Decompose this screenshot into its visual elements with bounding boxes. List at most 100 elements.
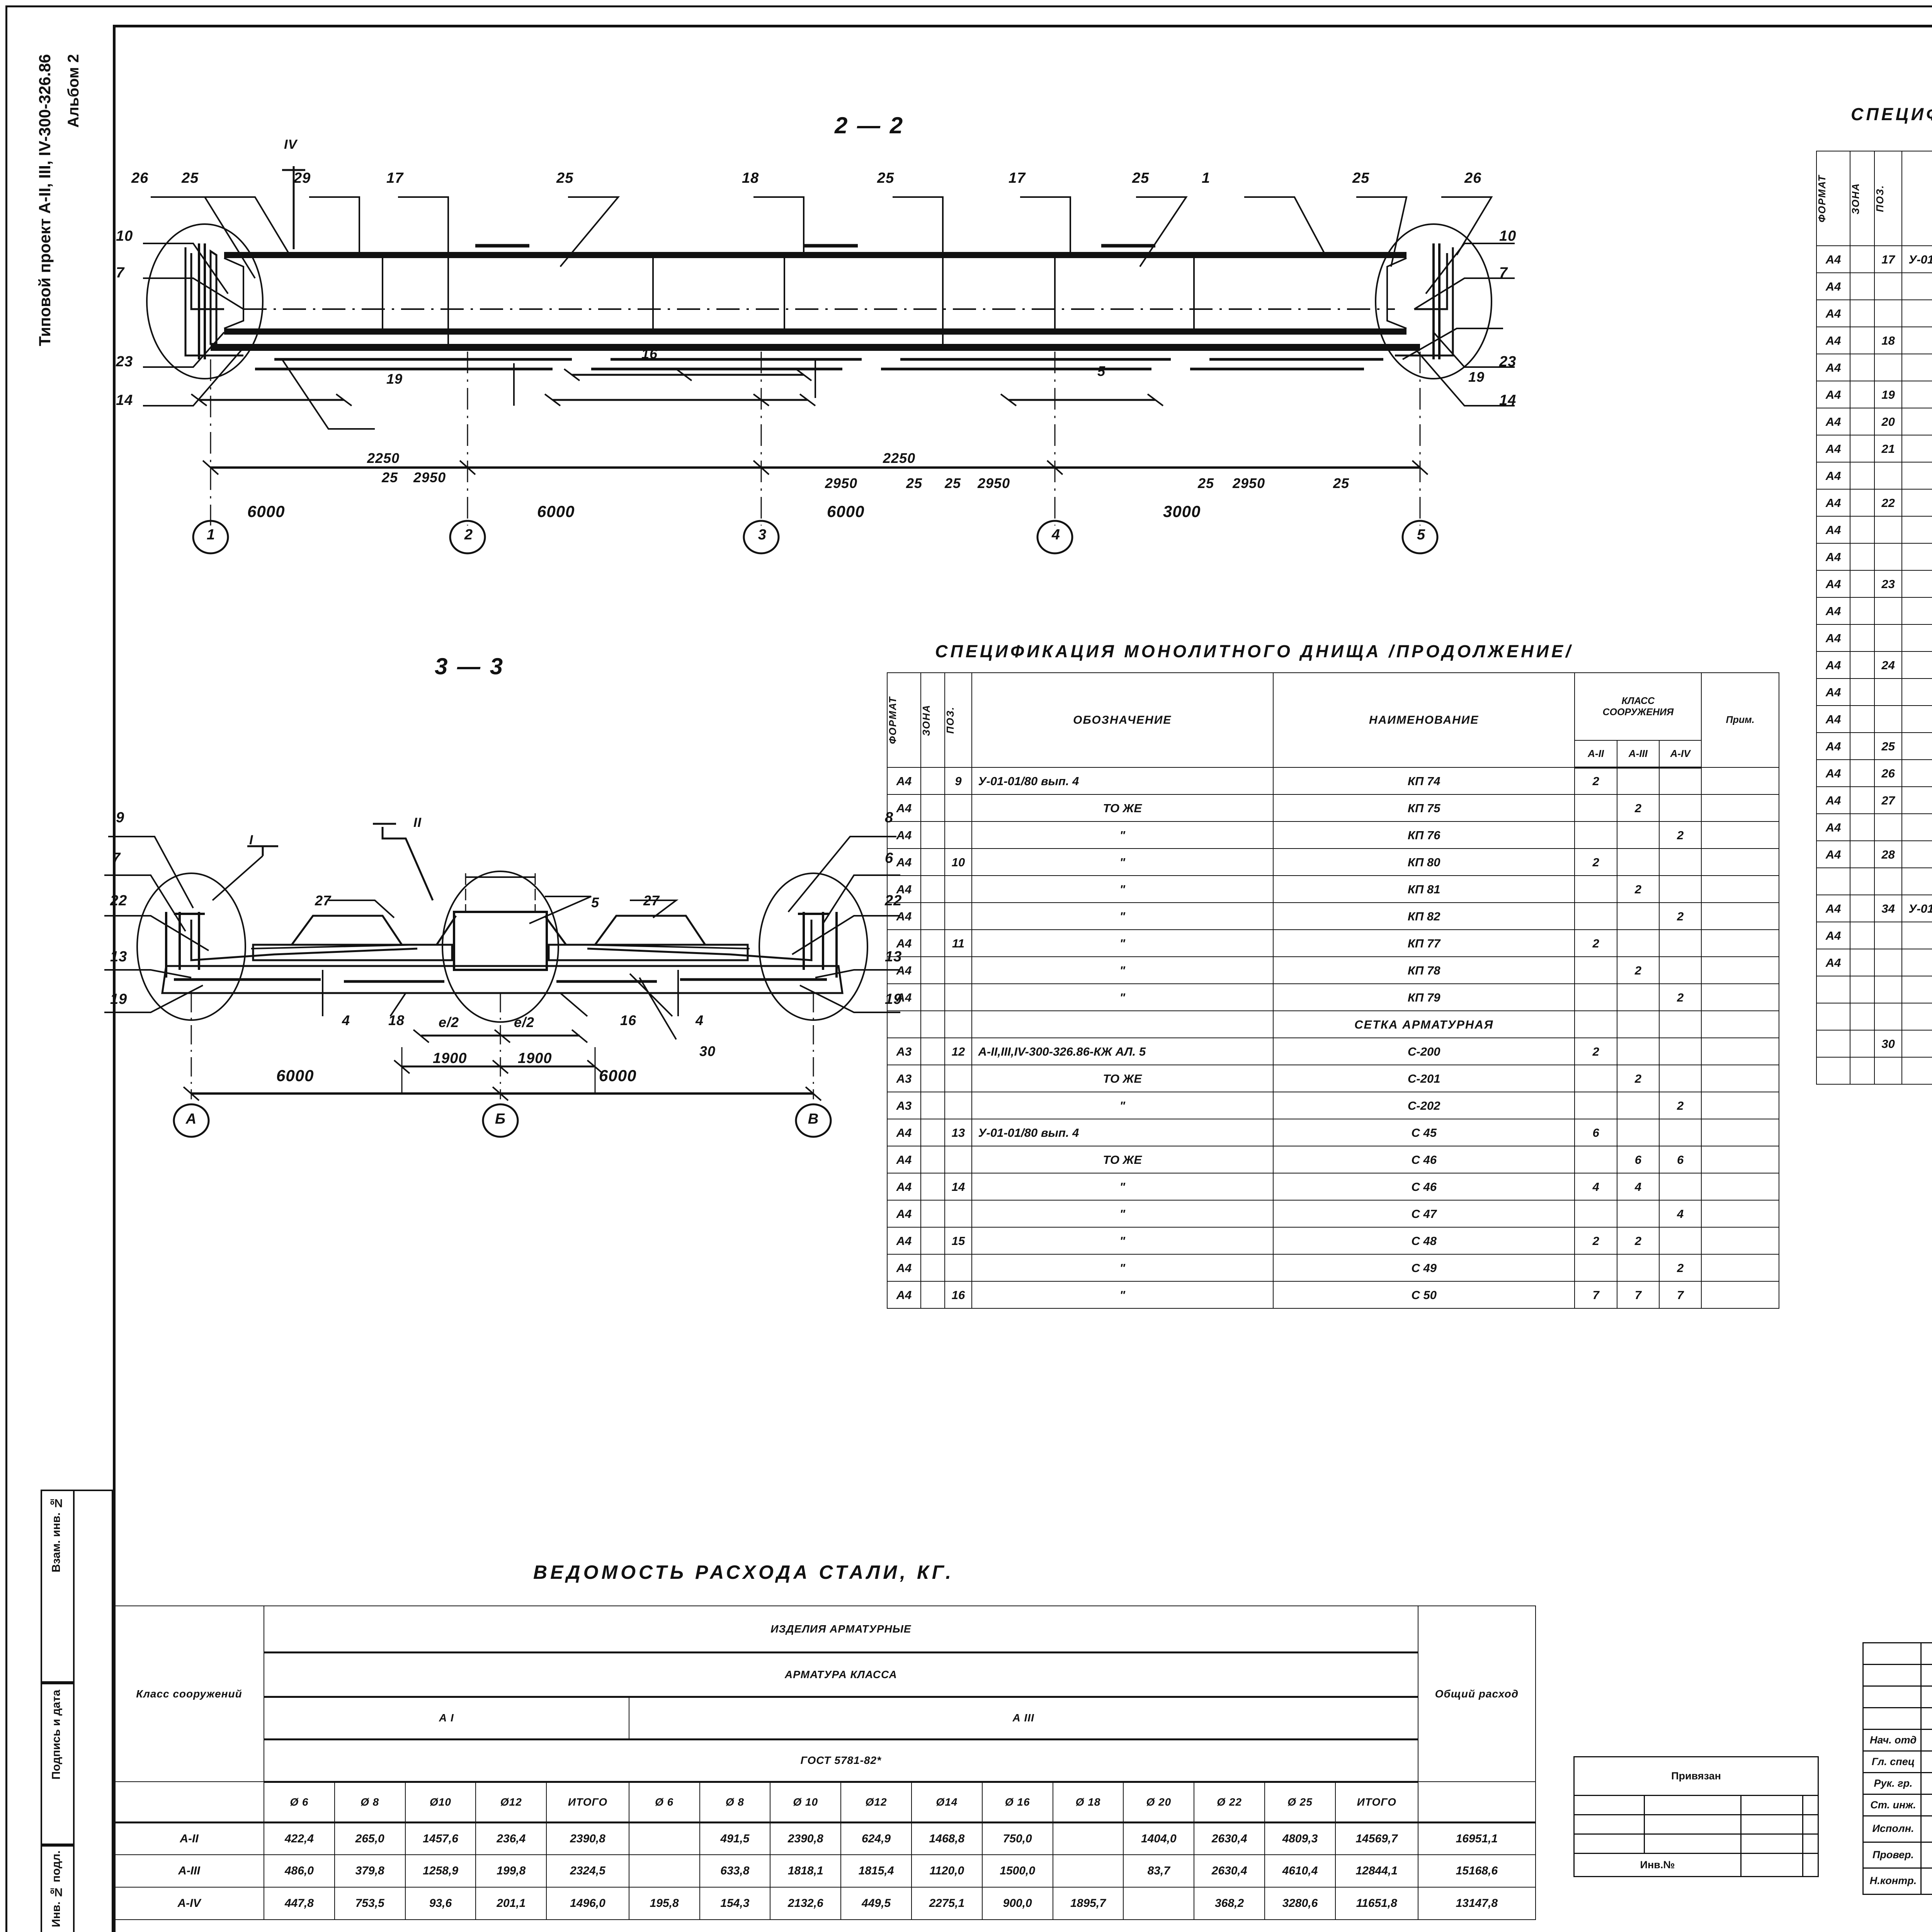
spec-cell-designation: [971, 1010, 1274, 1038]
spec-cell-name: КП 80: [1272, 848, 1575, 876]
axis-mark-4: 4: [1051, 527, 1061, 543]
steel-diam-a3-0: Ø 6: [628, 1781, 700, 1823]
callout33-7: 7: [112, 850, 121, 866]
spec-cell-designation: ТО ЖЕ: [971, 794, 1274, 822]
spec-mid-caption: СПЕЦИФИКАЦИЯ МОНОЛИТНОГО ДНИЩА /ПРОДОЛЖЕ…: [935, 641, 1573, 661]
spec-cell-format: А4: [1816, 759, 1851, 787]
spec-cell-format: А4: [887, 983, 921, 1011]
spec-cell-poz: [1874, 299, 1903, 327]
spec-cell-name: КП 77: [1272, 929, 1575, 957]
spec-cell-poz: [1874, 516, 1903, 544]
steel-cell-a1-3: 236,4: [475, 1822, 547, 1855]
spec-cell-c4: 6: [1658, 1146, 1702, 1173]
spec-cell-format: А4: [1816, 705, 1851, 733]
tb-name-6: Крадинова: [1920, 1867, 1932, 1895]
tb-empty: [1862, 1685, 1922, 1708]
spec-header-name: НАИМЕНОВАНИЕ: [1272, 672, 1575, 768]
dim33-e2-left: e/2: [439, 1014, 459, 1030]
bind-cell: [1802, 1853, 1819, 1877]
spec-header-designation: ОБОЗНАЧЕНИЕ: [1901, 151, 1932, 246]
spec-cell-zone: [920, 956, 946, 984]
callout-7-right: 7: [1499, 265, 1508, 281]
steel-cell-a1-4: 1496,0: [546, 1887, 629, 1920]
spec-cell-zone: [920, 1281, 946, 1309]
spec-cell-designation: У-01-01/80 вып. 4: [971, 767, 1274, 795]
spec-cell-format: А4: [887, 794, 921, 822]
spec-cell-poz: [1874, 976, 1903, 1003]
callout33-I: I: [249, 833, 253, 847]
spec-cell-poz: [1874, 867, 1903, 895]
spec-cell-note: [1701, 1037, 1779, 1065]
steel-diam-a3-8: Ø 22: [1194, 1781, 1265, 1823]
callout-14-right: 14: [1499, 392, 1517, 408]
spec-cell-designation: ": [1901, 597, 1932, 625]
spec-cell-designation: ": [1901, 840, 1932, 868]
callout-19-left: 19: [386, 371, 403, 387]
spec-cell-name: С-202: [1272, 1092, 1575, 1119]
spec-cell-zone: [1850, 597, 1875, 625]
steel-cell-a1-1: 265,0: [334, 1822, 406, 1855]
spec-cell-zone: [920, 983, 946, 1011]
steel-diam-a3-1: Ø 8: [699, 1781, 771, 1823]
spec-cell-c2: [1574, 1092, 1617, 1119]
spec-cell-poz: [944, 821, 972, 849]
spec-header-format: ФОРМАТ: [1816, 151, 1851, 246]
steel-cell-a1-4: 2324,5: [546, 1854, 629, 1888]
steel-diam-corner: [114, 1781, 264, 1823]
spec-cell-poz: [944, 794, 972, 822]
spec-cell-zone: [1850, 678, 1875, 706]
spec-cell-poz: 25: [1874, 732, 1903, 760]
spec-cell-c3: 4: [1616, 1173, 1660, 1201]
bind-cell: [1740, 1795, 1803, 1815]
spec-cell-c3: [1616, 1092, 1660, 1119]
spec-cell-poz: 30: [1874, 1030, 1903, 1058]
callout-17-left: 17: [386, 170, 404, 186]
spec-cell-designation: ": [1901, 651, 1932, 679]
spec-cell-note: [1701, 1065, 1779, 1092]
callout-26-left: 26: [131, 170, 149, 186]
strip-signature-date-label: Подпись и дата: [50, 1690, 63, 1780]
spec-cell-poz: [1874, 705, 1903, 733]
spec-cell-c4: [1658, 875, 1702, 903]
tb-empty: [1862, 1664, 1922, 1687]
spec-cell-poz: [1874, 813, 1903, 841]
spec-cell-designation: У-01-01/80 вып. 4: [1901, 245, 1932, 273]
spec-cell-format: А4: [1816, 354, 1851, 381]
steel-diam-a1-1: Ø 8: [334, 1781, 406, 1823]
steel-class-a1: А I: [263, 1696, 629, 1740]
spec-cell-c3: 2: [1616, 875, 1660, 903]
spec-cell-c4: [1658, 1173, 1702, 1201]
spec-cell-format: А4: [887, 875, 921, 903]
spec-cell-name: С 48: [1272, 1227, 1575, 1255]
callout-19-right: 19: [1468, 369, 1485, 385]
steel-diam-a3-10: ИТОГО: [1335, 1781, 1418, 1823]
callout-16: 16: [641, 346, 658, 362]
steel-cell-a3-7: [1123, 1887, 1195, 1920]
spec-cell-c3: 7: [1616, 1281, 1660, 1309]
spec-cell-c4: [1658, 929, 1702, 957]
callout33-27-right: 27: [643, 893, 660, 908]
tb-empty: [1920, 1707, 1932, 1730]
spec-cell-c2: [1574, 1254, 1617, 1282]
spec-cell-format: А4: [1816, 489, 1851, 517]
spec-cell-zone: [920, 1227, 946, 1255]
dim33-6000-right: 6000: [599, 1066, 637, 1085]
spec-cell-c2: [1574, 875, 1617, 903]
spec-header-note: Прим.: [1701, 672, 1779, 768]
spec-cell-note: [1701, 848, 1779, 876]
spec-cell-designation: ": [1901, 462, 1932, 490]
steel-cell-a1-0: 422,4: [263, 1822, 335, 1855]
strip-inv-podl-label: Инв. № подл.: [50, 1850, 63, 1927]
spec-cell-c3: [1616, 848, 1660, 876]
spec-cell-zone: [1850, 786, 1875, 814]
